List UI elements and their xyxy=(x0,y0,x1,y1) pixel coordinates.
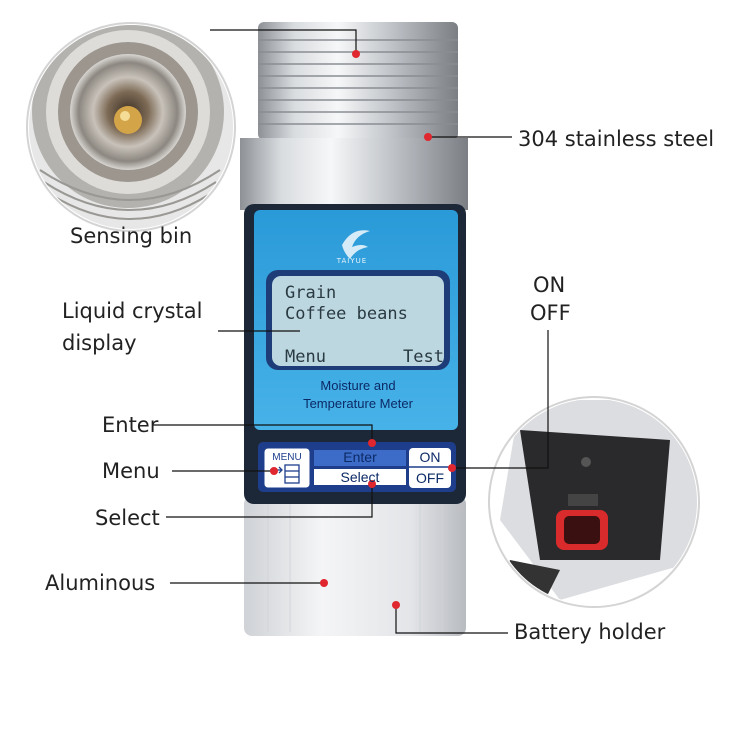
label-sensing-bin: Sensing bin xyxy=(70,224,193,248)
lcd-line-2: Coffee beans xyxy=(285,304,408,324)
label-select: Select xyxy=(95,506,160,530)
lcd-line-1: Grain xyxy=(285,283,336,303)
callout-dots xyxy=(270,50,456,609)
label-enter: Enter xyxy=(102,413,159,437)
select-key[interactable] xyxy=(314,469,406,485)
enter-key[interactable] xyxy=(314,450,406,466)
lcd-soft-left: Menu xyxy=(285,347,326,367)
battery-holder-inset xyxy=(488,396,700,608)
steel-body xyxy=(240,138,468,210)
label-aluminous: Aluminous xyxy=(45,571,156,595)
brand-name: TAIYUE xyxy=(336,257,367,265)
label-on: ON xyxy=(533,273,566,297)
lcd-soft-right: Test xyxy=(403,347,444,367)
label-off: OFF xyxy=(530,301,571,325)
leader-lines xyxy=(152,29,549,634)
label-battery-holder: Battery holder xyxy=(514,620,666,644)
menu-key-icon xyxy=(270,464,300,484)
menu-key-label: MENU xyxy=(272,452,301,463)
panel-title-1: Moisture and xyxy=(320,378,395,393)
label-menu: Menu xyxy=(102,459,160,483)
label-stainless-steel: 304 stainless steel xyxy=(518,127,715,151)
aluminum-lower-body xyxy=(244,496,466,636)
brand-logo xyxy=(342,230,370,259)
on-off-key[interactable] xyxy=(409,448,451,488)
on-key-label: ON xyxy=(420,449,441,465)
threaded-head xyxy=(258,22,458,140)
lcd-screen xyxy=(272,276,444,366)
panel-title-2: Temperature Meter xyxy=(303,396,413,411)
sensing-bin-inset xyxy=(26,22,236,232)
off-key-label: OFF xyxy=(416,470,444,486)
label-lcd-line-1: Liquid crystal xyxy=(62,299,203,323)
enter-key-label: Enter xyxy=(343,449,377,465)
select-key-label: Select xyxy=(341,469,380,485)
label-lcd-line-2: display xyxy=(62,331,137,355)
